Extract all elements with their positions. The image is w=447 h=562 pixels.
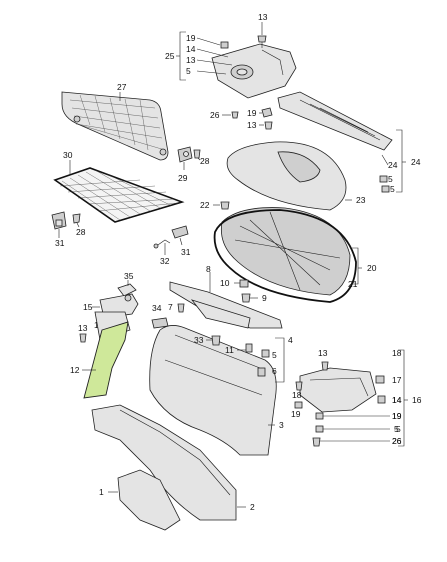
callout-5-mid: 5: [272, 350, 277, 360]
callout-5-right: 5: [390, 184, 395, 194]
callout-2: 2: [250, 502, 255, 512]
bracket24-item-5: 5: [388, 174, 393, 184]
callout-11: 11: [225, 345, 234, 355]
part-26-screw[interactable]: [231, 111, 239, 119]
bracket16-item-19: 19: [392, 411, 402, 421]
callout-27: 27: [117, 82, 127, 92]
part-13-screw-right[interactable]: [321, 361, 329, 371]
callout-19-left: 19: [291, 409, 301, 419]
bracket25-item-14: 14: [186, 44, 196, 54]
callout-14-right: 14: [392, 395, 402, 405]
part-29-clip[interactable]: [177, 146, 193, 163]
part-26-screw-lower[interactable]: [312, 437, 321, 447]
part-19-clip-right[interactable]: [381, 185, 390, 193]
bracket24-item-24: 24: [388, 160, 398, 170]
part-31-hook-mid[interactable]: [171, 225, 189, 239]
callout-4: 4: [288, 335, 293, 345]
part-16-right-trim[interactable]: [299, 367, 377, 413]
part-13-screw-mid[interactable]: [264, 121, 273, 130]
callout-19-mid: 19: [247, 108, 257, 118]
part-24-trim-strip[interactable]: [277, 91, 393, 151]
part-30-cargo-net[interactable]: [53, 167, 185, 223]
part-31-hook-left[interactable]: [51, 211, 67, 230]
bracket16-item-14: 14: [392, 395, 402, 405]
part-19-clip-lower[interactable]: [315, 412, 324, 420]
callout-9: 9: [262, 293, 267, 303]
callout-18-left: 18: [292, 390, 302, 400]
callout-15: 15: [83, 302, 93, 312]
part-12-pillar-trim[interactable]: [83, 321, 129, 399]
part-25-upper-panel[interactable]: [211, 43, 297, 99]
part-11-clip[interactable]: [245, 343, 266, 377]
bracket16-item-5: 5: [394, 424, 399, 434]
bracket25-item-13: 13: [186, 55, 196, 65]
part-3-side-panel[interactable]: [149, 325, 277, 456]
part-18-clip-left[interactable]: [295, 381, 303, 391]
callout-16: 16: [412, 395, 422, 405]
callout-23: 23: [356, 195, 366, 205]
callout-34: 34: [152, 303, 162, 313]
callout-13-top: 13: [258, 12, 268, 22]
callout-26-top: 26: [210, 110, 220, 120]
callout-29: 29: [178, 173, 188, 183]
callout-6: 6: [272, 366, 277, 376]
part-10-clip[interactable]: [239, 279, 249, 288]
part-28-screw-lower[interactable]: [72, 213, 81, 224]
bracket16-item-17: 17: [392, 375, 402, 385]
part-7-screw[interactable]: [177, 303, 185, 313]
part-32-hook[interactable]: [153, 239, 171, 249]
part-8-bracket[interactable]: [169, 281, 283, 329]
part-22-screw[interactable]: [220, 201, 230, 210]
part-27-net-frame[interactable]: [61, 91, 169, 161]
callout-25: 25: [165, 51, 175, 61]
part-23-cover[interactable]: [226, 141, 347, 211]
callout-7: 7: [168, 302, 173, 312]
callout-26-lower: 26: [392, 436, 402, 446]
callout-30: 30: [63, 150, 73, 160]
callout-20: 20: [367, 263, 377, 273]
callout-31-left: 31: [55, 238, 65, 248]
bracket16-item-18: 18: [392, 348, 402, 358]
bracket25-item-5: 5: [186, 66, 191, 76]
part-9-screw[interactable]: [241, 293, 251, 303]
callout-13-right: 13: [318, 348, 328, 358]
part-1-lower-trim[interactable]: [117, 469, 181, 531]
callout-3: 3: [279, 420, 284, 430]
callout-10: 10: [220, 278, 230, 288]
bracket16-item-26: 26: [392, 436, 402, 446]
callout-13-left: 13: [78, 323, 88, 333]
part-21-tray[interactable]: [213, 207, 357, 303]
callout-31-mid: 31: [181, 247, 191, 257]
part-5-clip-right[interactable]: [379, 175, 388, 183]
part-14-clip-right[interactable]: [377, 395, 386, 404]
callout-33: 33: [194, 335, 204, 345]
callout-24: 24: [411, 157, 421, 167]
part-33-screw[interactable]: [211, 335, 221, 346]
part-13-top-screw[interactable]: [257, 35, 267, 43]
callout-8: 8: [206, 264, 211, 274]
callout-22: 22: [200, 200, 210, 210]
part-17-clip[interactable]: [375, 375, 385, 384]
callout-28-upper: 28: [200, 156, 210, 166]
callout-1: 1: [99, 487, 104, 497]
callout-5-lower: 5: [396, 424, 401, 434]
part-5-clip-lower[interactable]: [315, 425, 324, 433]
part-19-clip-lower-left[interactable]: [294, 401, 303, 409]
callout-12: 12: [70, 365, 80, 375]
part-28-screw-upper[interactable]: [193, 149, 201, 159]
part-35-cap[interactable]: [117, 283, 137, 297]
part-19-clip-mid[interactable]: [261, 107, 273, 118]
part-5-clip-mid[interactable]: [261, 349, 270, 358]
callout-13-mid: 13: [247, 120, 257, 130]
callout-19-lower: 19: [392, 411, 402, 421]
part-2-floor-trim[interactable]: [91, 404, 237, 521]
callout-21: 21: [348, 279, 358, 289]
part-13-screw-left[interactable]: [79, 333, 87, 343]
callout-35: 35: [124, 271, 134, 281]
bracket25-item-19: 19: [186, 33, 196, 43]
callout-28-lower: 28: [76, 227, 86, 237]
part-14-clip-top[interactable]: [220, 41, 229, 49]
callout-32: 32: [160, 256, 170, 266]
